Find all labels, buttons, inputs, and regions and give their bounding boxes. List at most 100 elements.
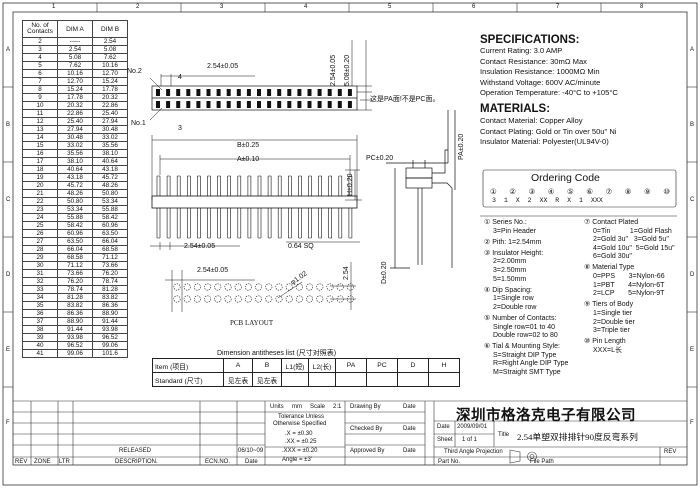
ordering-option-line: M=Straight SMT Type bbox=[493, 369, 561, 376]
rev-col-header: REV bbox=[15, 459, 28, 465]
dim-b-header: DIM B bbox=[92, 20, 128, 38]
contacts-cell: 27 bbox=[22, 237, 58, 246]
contacts-cell: 6 bbox=[22, 69, 58, 78]
dim-a-cell: 15.24 bbox=[57, 85, 93, 94]
top-view-pin bbox=[277, 89, 282, 96]
top-view-pin bbox=[287, 89, 292, 96]
ordering-option-heading: ⑧ Material Type bbox=[584, 264, 635, 272]
contacts-cell: 20 bbox=[22, 181, 58, 190]
top-view-pin bbox=[186, 101, 191, 108]
dim-table-header-cell: PC bbox=[366, 358, 398, 373]
top-view-pin bbox=[186, 89, 191, 96]
contacts-cell: 15 bbox=[22, 141, 58, 150]
col-label-7: 7 bbox=[556, 4, 560, 10]
contacts-cell: 26 bbox=[22, 229, 58, 238]
dim-b-cell: 91.44 bbox=[92, 317, 128, 326]
pcb-hole bbox=[285, 295, 293, 303]
top-view-pin bbox=[236, 89, 241, 96]
dim-b-cell: 45.72 bbox=[92, 173, 128, 182]
dim-b-cell: 22.86 bbox=[92, 101, 128, 110]
top-view-pin bbox=[327, 89, 332, 96]
released-label: RELEASED bbox=[119, 448, 152, 454]
dim-b-cell: 99.06 bbox=[92, 341, 128, 350]
dim-b-cell: 27.94 bbox=[92, 117, 128, 126]
pcb-hole bbox=[336, 295, 344, 303]
ltr-col-header: LTR bbox=[59, 459, 70, 465]
top-view-pin bbox=[327, 101, 332, 108]
dim-b-cell: 66.04 bbox=[92, 237, 128, 246]
top-view-pin bbox=[166, 101, 171, 108]
pcb-hole bbox=[306, 283, 314, 291]
dim-b-label: B±0.25 bbox=[237, 142, 260, 149]
dim-b-cell: 78.74 bbox=[92, 277, 128, 286]
ordering-field-marker: ⑧ bbox=[624, 187, 632, 196]
top-view-pin bbox=[257, 89, 261, 96]
ordering-field-marker: ⑦ bbox=[605, 187, 613, 196]
col-label-5: 5 bbox=[388, 4, 392, 10]
contacts-cell: 29 bbox=[22, 253, 58, 262]
top-view-pin bbox=[196, 101, 201, 108]
contacts-cell: 38 bbox=[22, 325, 58, 334]
front-view-pin bbox=[197, 175, 201, 239]
units-label: Units bbox=[270, 404, 284, 410]
tolerance-x: .X = ±0.30 bbox=[285, 431, 313, 437]
spec-line: Current Rating: 3.0 AMP bbox=[480, 46, 563, 55]
dim-a-cell: 50.80 bbox=[57, 197, 93, 206]
pcb-hole bbox=[346, 283, 354, 291]
spec-line: Operation Temperature: -40°C to +105°C bbox=[480, 88, 618, 97]
row-label-f-right: F bbox=[690, 420, 694, 426]
pcb-hole bbox=[204, 295, 212, 303]
pcb-hole bbox=[306, 295, 314, 303]
dim-b-cell: 7.62 bbox=[92, 53, 128, 62]
pcb-hole bbox=[316, 283, 324, 291]
dim-b-cell: 35.56 bbox=[92, 141, 128, 150]
dim-a-cell: 63.50 bbox=[57, 237, 93, 246]
top-view-pin bbox=[156, 89, 160, 96]
dim-table-cell bbox=[308, 372, 336, 387]
top-view-pin bbox=[297, 101, 302, 108]
pcb-hole bbox=[316, 295, 324, 303]
ordering-option-line: Single row=01 to 40 bbox=[493, 323, 556, 331]
dim-b-cell: 40.64 bbox=[92, 157, 128, 166]
tolerance-line-2: Otherwise Specified bbox=[273, 421, 327, 427]
col-label-8: 8 bbox=[640, 4, 644, 10]
materials-title: MATERIALS: bbox=[480, 103, 551, 115]
contacts-cell: 9 bbox=[22, 93, 58, 102]
dim-a-cell: 10.16 bbox=[57, 69, 93, 78]
table-row: 2-----2.54 bbox=[22, 37, 128, 46]
dim-a-cell: 93.98 bbox=[57, 333, 93, 342]
pcb-hole bbox=[336, 283, 344, 291]
ordering-field-marker: ⑩ bbox=[663, 187, 670, 196]
dim-a-cell: 53.34 bbox=[57, 205, 93, 214]
dim-a-cell: 35.56 bbox=[57, 149, 93, 158]
dim-table-header-cell: D bbox=[397, 358, 429, 373]
front-view-pin bbox=[227, 175, 231, 239]
ordering-option-line: 3=2.50mm bbox=[493, 266, 527, 274]
vertical-dim-1: 2.54±0.05 bbox=[330, 54, 337, 86]
ordering-field-marker: ③ bbox=[528, 187, 536, 196]
dim-b-cell: 96.52 bbox=[92, 333, 128, 342]
contacts-cell: 41 bbox=[22, 349, 58, 358]
dim-table-header-cell: L2(长) bbox=[308, 358, 336, 373]
dim-a-cell: 45.72 bbox=[57, 181, 93, 190]
dim-a-cell: 96.52 bbox=[57, 341, 93, 350]
dim-a-label: A±0.10 bbox=[237, 156, 260, 163]
row-label-f: F bbox=[6, 420, 10, 426]
tolerance-angle: Angle = ±3' bbox=[282, 457, 312, 463]
ordering-option-heading: ② Pith: 1=2.54mm bbox=[484, 238, 542, 246]
pcb-hole bbox=[326, 295, 334, 303]
dim-a-cell: 40.64 bbox=[57, 165, 93, 174]
contacts-cell: 39 bbox=[22, 333, 58, 342]
front-view-pin bbox=[156, 175, 161, 239]
scale-label: Scale bbox=[310, 404, 326, 410]
front-view-pin bbox=[328, 175, 332, 239]
